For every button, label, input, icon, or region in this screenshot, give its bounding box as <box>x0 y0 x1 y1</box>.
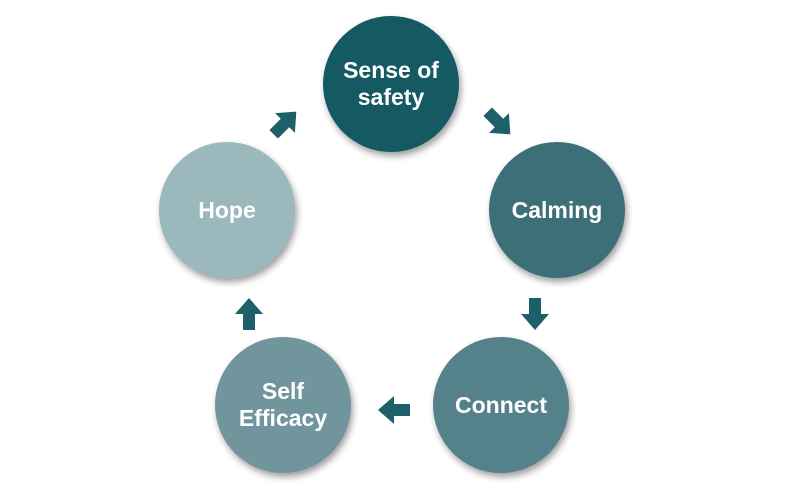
arrow-hope-to-safety-icon <box>265 103 305 143</box>
node-label-hope: Hope <box>198 196 256 223</box>
node-sense-of-safety: Sense of safety <box>323 16 459 152</box>
node-calming: Calming <box>489 142 625 278</box>
arrow-safety-to-calming-icon <box>479 103 519 143</box>
node-hope: Hope <box>159 142 295 278</box>
node-self-efficacy: Self Efficacy <box>215 337 351 473</box>
arrow-calming-to-connect-icon <box>515 294 555 334</box>
node-label-self-efficacy: Self Efficacy <box>238 378 328 431</box>
node-label-connect: Connect <box>455 391 547 418</box>
node-connect: Connect <box>433 337 569 473</box>
node-label-sense-of-safety: Sense of safety <box>343 57 439 110</box>
arrow-efficacy-to-hope-icon <box>229 294 269 334</box>
arrow-connect-to-efficacy-icon <box>374 390 414 430</box>
node-label-calming: Calming <box>511 196 603 223</box>
